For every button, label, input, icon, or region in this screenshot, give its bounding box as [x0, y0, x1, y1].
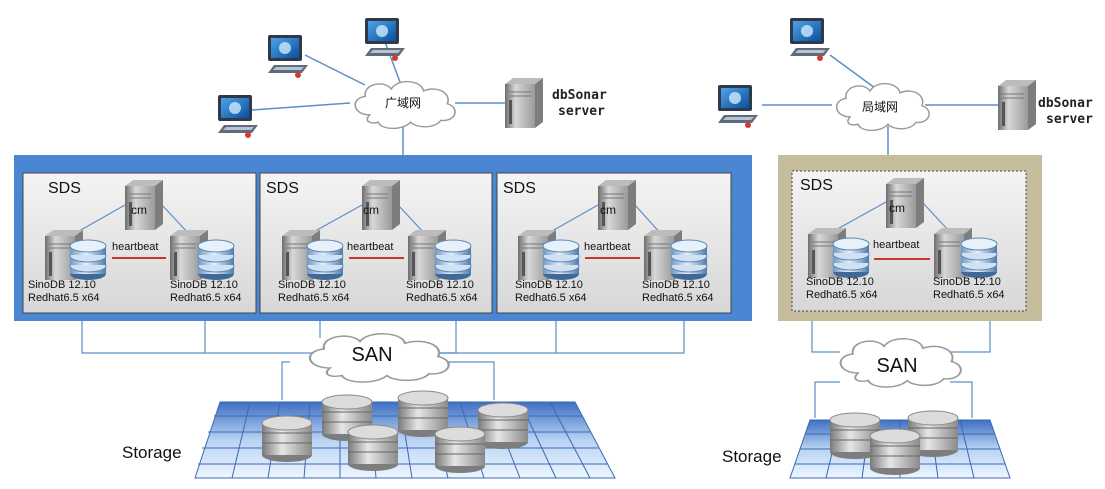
node-a-line1: SinoDB 12.10 [515, 279, 583, 291]
node-a-line2: Redhat6.5 x64 [806, 289, 878, 301]
server-label-2: server [1046, 112, 1093, 127]
server-tower-icon [997, 79, 1037, 131]
heartbeat-label: heartbeat [112, 241, 158, 253]
node-a-line1: SinoDB 12.10 [806, 276, 874, 288]
database-stack-icon [832, 237, 870, 279]
node-b-line1: SinoDB 12.10 [642, 279, 710, 291]
node-b-line1: SinoDB 12.10 [170, 279, 238, 291]
server-label-1: dbSonar [552, 88, 607, 103]
database-stack-icon [306, 239, 344, 281]
server-label-2: server [558, 104, 605, 119]
workstation-icon [365, 18, 405, 61]
cm-label: cm [889, 201, 905, 215]
server-label-1: dbSonar [1038, 96, 1093, 111]
node-a-line2: Redhat6.5 x64 [515, 292, 587, 304]
heartbeat-label: heartbeat [347, 241, 393, 253]
storage-label: Storage [122, 443, 182, 462]
database-stack-icon [197, 239, 235, 281]
heartbeat-label: heartbeat [584, 241, 630, 253]
storage-array-left [194, 390, 616, 479]
node-b-line2: Redhat6.5 x64 [642, 292, 714, 304]
database-stack-icon [434, 239, 472, 281]
sds-cluster-2: SDS cm heartbeat SinoDB 12.10 Redhat6.5 … [259, 172, 493, 314]
storage-array-right [789, 410, 1011, 479]
disk-cylinder-icon [347, 424, 399, 472]
sds-cluster-3: SDS cm heartbeat SinoDB 12.10 Redhat6.5 … [496, 172, 732, 314]
workstation-icon [718, 85, 758, 128]
disk-cylinder-icon [477, 402, 529, 450]
cm-label: cm [363, 203, 379, 217]
lan-links [762, 54, 998, 155]
lan-label: 局域网 [862, 100, 898, 114]
database-stack-icon [542, 239, 580, 281]
cluster-title: SDS [266, 180, 299, 197]
heartbeat-label: heartbeat [873, 239, 919, 251]
cm-label: cm [131, 203, 147, 217]
dbsonar-server-right: dbSonar server [997, 79, 1093, 131]
disk-cylinder-icon [261, 415, 313, 463]
san-bus-right [811, 321, 991, 418]
workstation-icon [268, 35, 308, 78]
node-a-line2: Redhat6.5 x64 [278, 292, 350, 304]
disk-cylinder-icon [434, 426, 486, 474]
node-b-line1: SinoDB 12.10 [933, 276, 1001, 288]
san-label: SAN [876, 355, 917, 377]
sds-cluster-right: SDS cm heartbeat SinoDB 12.10 Redhat6.5 … [791, 170, 1027, 312]
disk-cylinder-icon [869, 428, 921, 476]
database-stack-icon [960, 237, 998, 279]
cluster-title: SDS [503, 180, 536, 197]
cm-label: cm [600, 203, 616, 217]
server-tower-icon [504, 77, 544, 129]
cluster-title: SDS [48, 180, 81, 197]
node-b-line2: Redhat6.5 x64 [406, 292, 478, 304]
node-a-line1: SinoDB 12.10 [28, 279, 96, 291]
sds-cluster-1: SDS cm heartbeat SinoDB 12.10 Redhat6.5 … [22, 172, 257, 314]
node-a-line1: SinoDB 12.10 [278, 279, 346, 291]
san-label: SAN [351, 344, 392, 366]
node-a-line2: Redhat6.5 x64 [28, 292, 100, 304]
storage-label: Storage [722, 447, 782, 466]
node-b-line1: SinoDB 12.10 [406, 279, 474, 291]
dbsonar-server-left: dbSonar server [504, 77, 607, 129]
workstation-icon [218, 95, 258, 138]
wan-label: 广域网 [385, 96, 421, 110]
cluster-title: SDS [800, 177, 833, 194]
node-b-line2: Redhat6.5 x64 [170, 292, 242, 304]
node-b-line2: Redhat6.5 x64 [933, 289, 1005, 301]
san-bus-left [81, 321, 685, 400]
database-stack-icon [69, 239, 107, 281]
database-stack-icon [670, 239, 708, 281]
workstation-icon [790, 18, 830, 61]
